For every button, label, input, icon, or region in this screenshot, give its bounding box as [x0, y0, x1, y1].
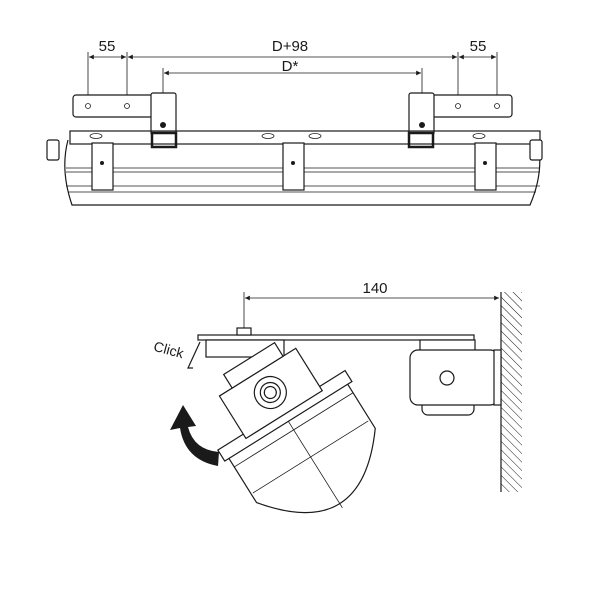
side-view: 140 Click — [152, 280, 522, 514]
wall-bracket — [197, 327, 502, 416]
clips — [91, 142, 497, 191]
click-latch — [187, 341, 201, 369]
luminaire-body-top — [46, 130, 543, 206]
dim-arm-label: 140 — [362, 280, 387, 297]
click-label: Click — [152, 338, 186, 362]
wall — [500, 292, 522, 492]
mounting-bracket-left — [72, 92, 178, 149]
dim-right-label: 55 — [470, 38, 487, 55]
mounting-bracket-right — [407, 92, 513, 149]
dim-left-label: 55 — [99, 38, 116, 55]
top-view: 55 D+98 D* 55 — [46, 38, 543, 206]
dim-total-label: D+98 — [272, 38, 308, 55]
dim-spacing-label: D* — [282, 58, 299, 75]
rotate-arrow-icon — [170, 405, 219, 466]
luminaire-section — [217, 341, 376, 514]
